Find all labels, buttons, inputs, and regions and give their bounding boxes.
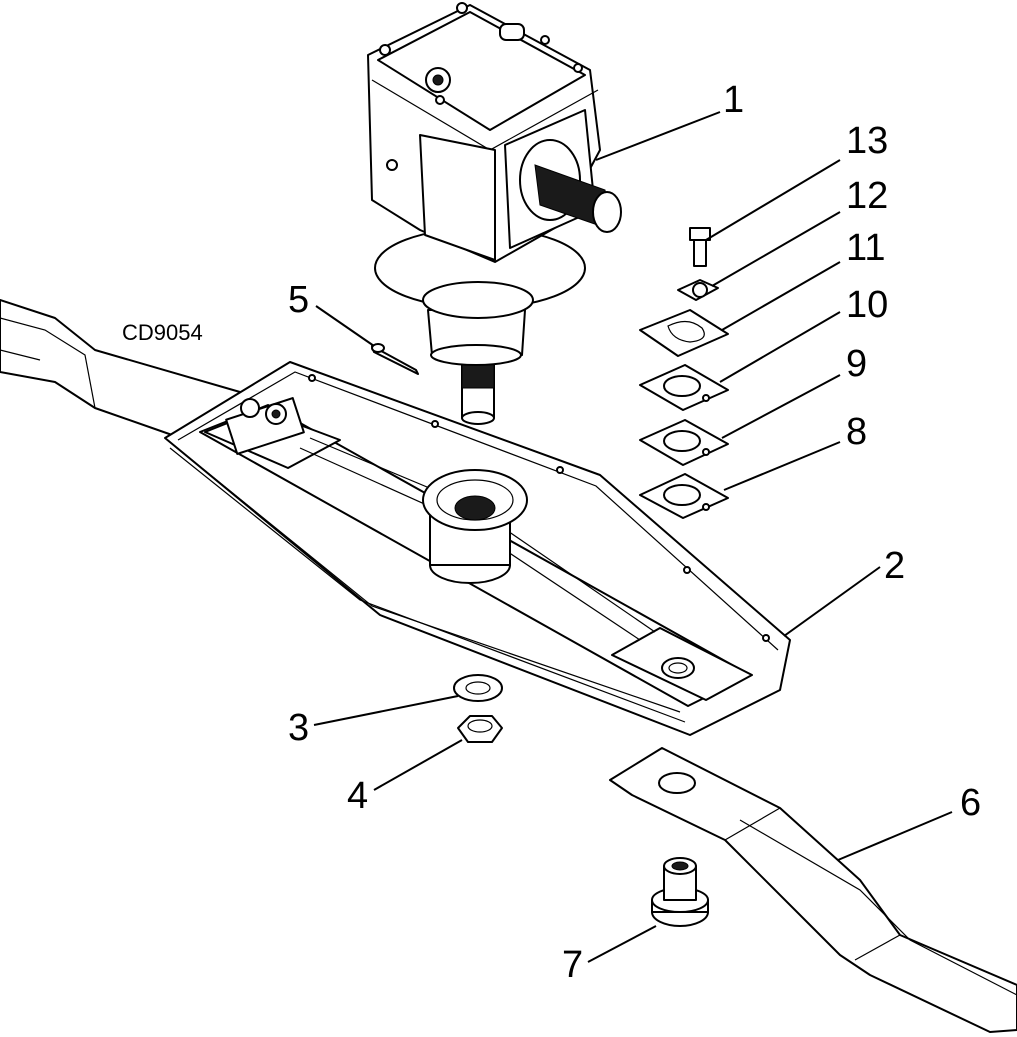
washer <box>453 674 503 702</box>
leader-11 <box>721 261 841 331</box>
gearbox <box>367 2 622 425</box>
leader-3 <box>313 695 459 726</box>
callout-9: 9 <box>846 343 867 385</box>
keeper-plate <box>639 309 729 357</box>
lock-washer <box>677 279 719 301</box>
callout-8: 8 <box>846 411 867 453</box>
slotted-nut <box>457 715 503 743</box>
callout-4: 4 <box>347 775 368 817</box>
cap-screw <box>689 227 711 267</box>
callout-12: 12 <box>846 175 888 217</box>
callout-5: 5 <box>288 279 309 321</box>
callout-2: 2 <box>884 545 905 587</box>
leader-1 <box>595 111 721 161</box>
leader-9 <box>721 374 841 439</box>
leader-6 <box>837 811 953 861</box>
leader-7 <box>587 925 657 963</box>
callout-13: 13 <box>846 120 888 162</box>
leader-10 <box>719 311 841 383</box>
leader-lines <box>313 111 953 963</box>
callout-labels: 1 2 3 4 5 6 7 8 9 10 11 12 13 <box>288 79 981 986</box>
leader-13 <box>705 159 841 241</box>
leader-8 <box>723 441 841 491</box>
leader-5 <box>315 305 375 347</box>
shim-plate-9 <box>639 419 729 466</box>
callout-11: 11 <box>846 227 885 269</box>
cotter-pin <box>371 343 419 375</box>
callout-7: 7 <box>562 944 583 986</box>
leader-2 <box>783 566 881 637</box>
shim-plate-10 <box>639 364 729 411</box>
callout-6: 6 <box>960 782 981 824</box>
callout-3: 3 <box>288 707 309 749</box>
shim-plate-8 <box>639 473 729 519</box>
blade-carrier <box>164 361 791 736</box>
callout-10: 10 <box>846 284 888 326</box>
blade-bolt <box>651 857 709 927</box>
leader-4 <box>373 739 463 791</box>
callout-1: 1 <box>723 79 744 121</box>
drawing-id: CD9054 <box>122 320 203 345</box>
blade <box>609 747 1017 1033</box>
leader-12 <box>711 211 841 287</box>
